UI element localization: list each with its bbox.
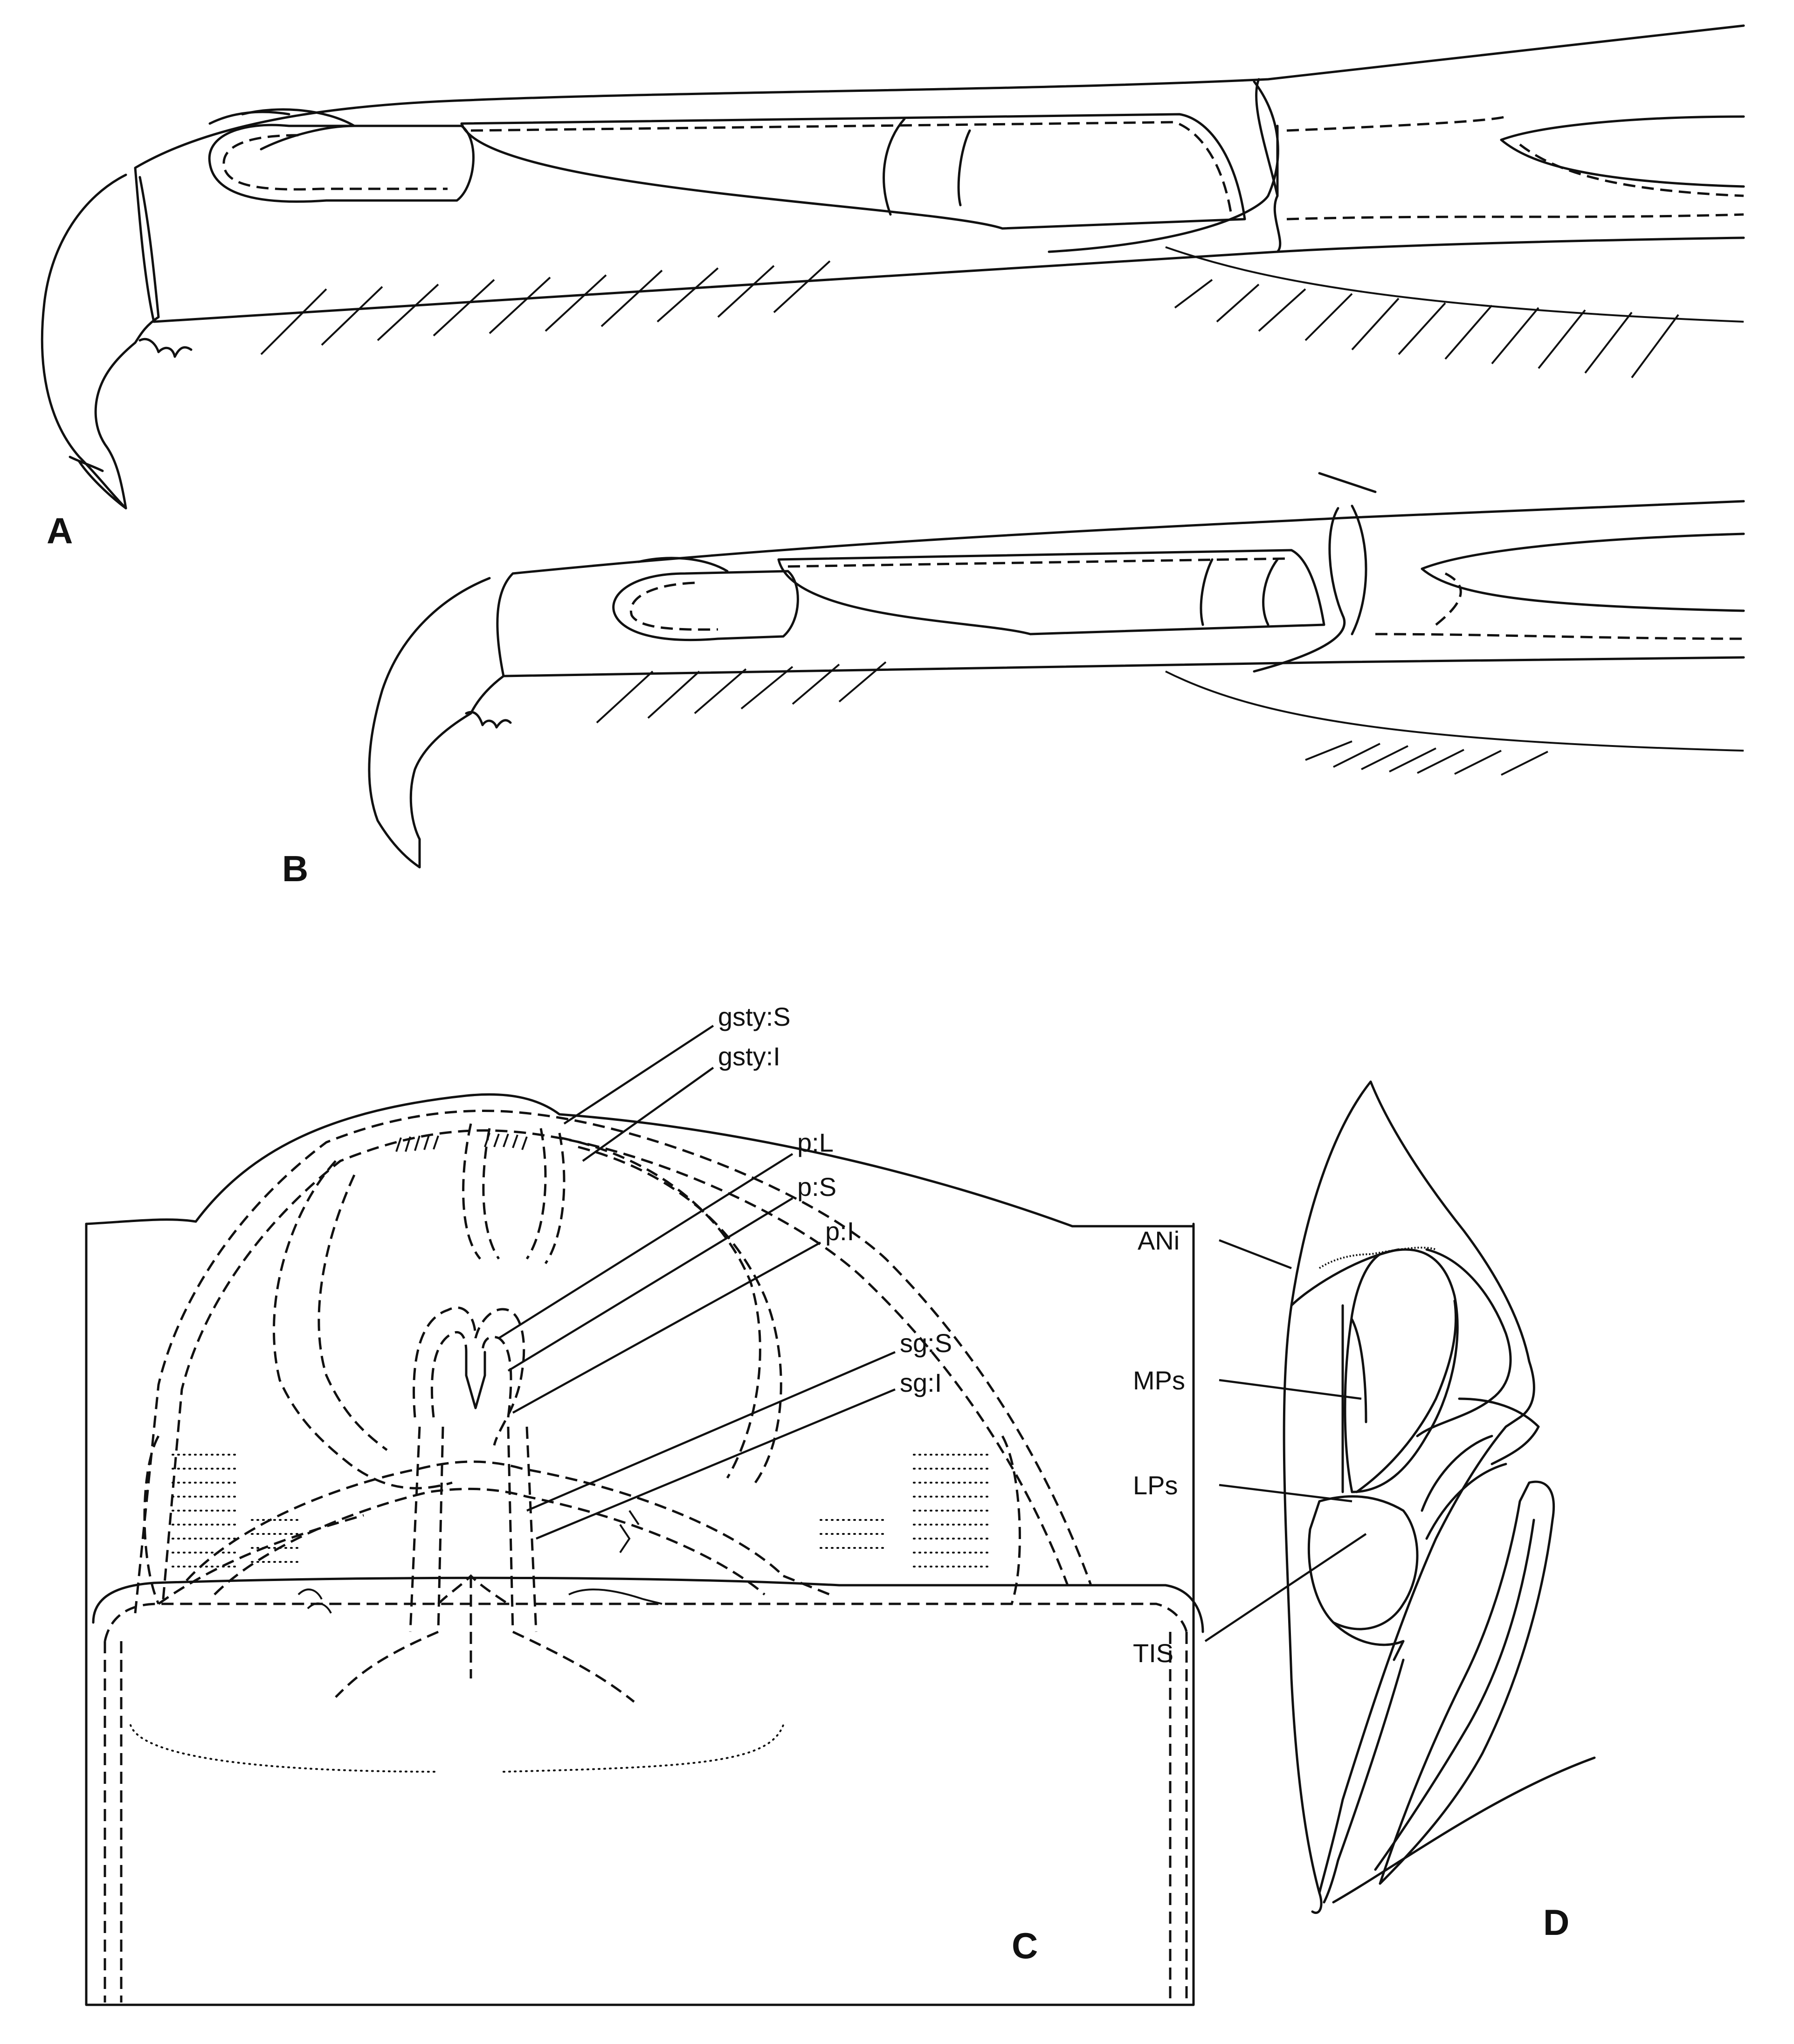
figure-b-appendage <box>368 472 1745 869</box>
label-gsty-i: gsty:I <box>718 1042 780 1071</box>
panel-label-d: D <box>1543 1902 1569 1943</box>
panel-label-b: B <box>282 848 308 889</box>
figure-c-ventral-view <box>85 1093 1204 2006</box>
figure-a-appendage <box>41 24 1745 510</box>
label-p-l: p:L <box>797 1128 834 1157</box>
label-lps: LPs <box>1133 1471 1178 1500</box>
label-sg-s: sg:S <box>900 1328 952 1358</box>
label-mps: MPs <box>1133 1366 1185 1395</box>
figure-d-lateral-view <box>1283 1080 1596 1914</box>
figure-b-setae <box>596 661 1744 776</box>
label-tis: TIS <box>1133 1638 1173 1668</box>
label-gsty-s: gsty:S <box>718 1002 791 1031</box>
label-p-i: p:I <box>825 1216 854 1246</box>
panel-label-c: C <box>1012 1925 1038 1966</box>
figure-c-lateral-brushes <box>143 1435 1021 1614</box>
panel-label-a: A <box>47 510 73 551</box>
figure-d-leaders <box>1204 1239 1367 1642</box>
label-ani: ANi <box>1138 1226 1180 1255</box>
label-sg-i: sg:I <box>900 1368 942 1397</box>
figure-a-setae <box>260 246 1744 379</box>
label-p-s: p:S <box>797 1172 836 1202</box>
figure-c-leaders <box>498 1025 896 1540</box>
